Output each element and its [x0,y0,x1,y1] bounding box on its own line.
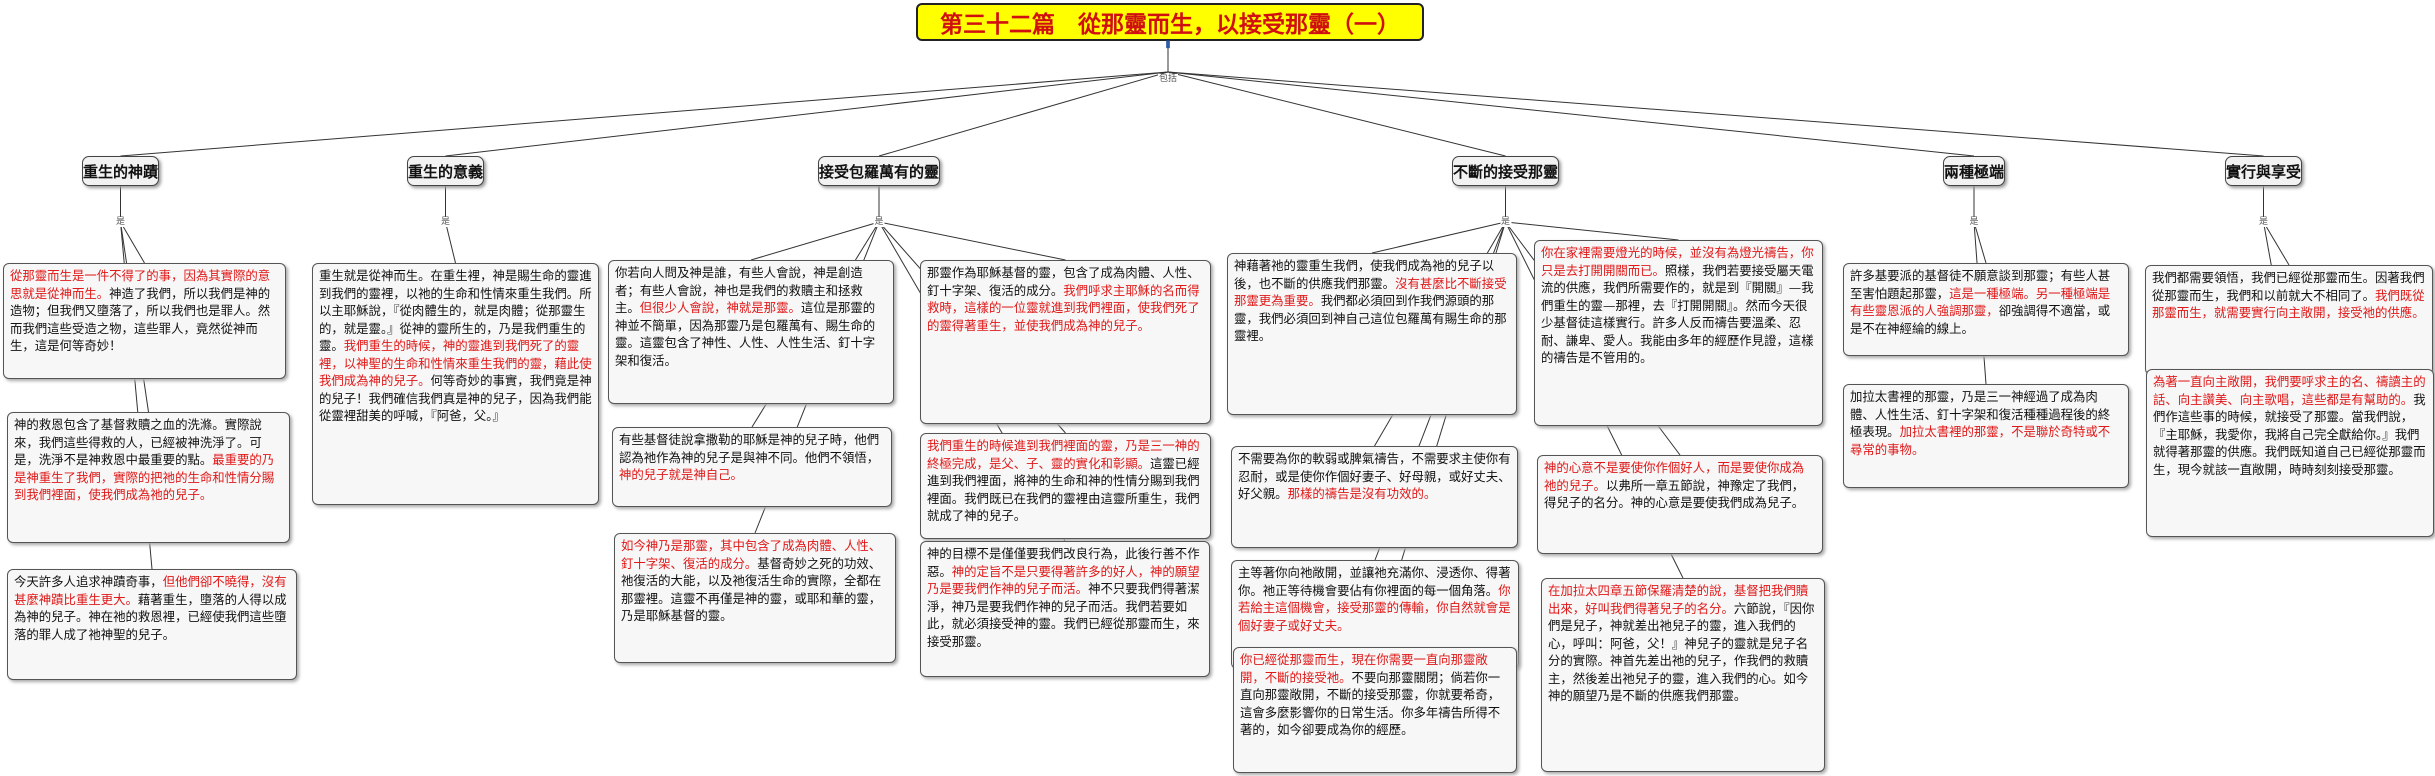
body-text: 我們都必須回到作我們源頭的那靈，我們必須回到神自己這位包羅萬有賜生命的那靈裡。 [1234,293,1507,343]
leaf-note: 許多基要派的基督徒不願意談到那靈；有些人甚至害怕題起那靈，這是一種極端。另一種極… [1843,263,2129,356]
branch-to-note-line [1505,221,1679,241]
emphasis-text: 最重要的乃是神重生了我們，實際的把祂的生命和性情分賜到我們裡面，使我們成為祂的兒… [14,452,275,502]
body-text: 不要向那靈關閉；倘若你一直向那靈敞開，不斷的接受那靈，你就要希奇，這會多麼影響你… [1240,669,1501,738]
emphasis-text: 在加拉太四章五節保羅清楚的說，基督把我們贖出來，好叫我們得著兒子的名分。 [1548,583,1809,616]
body-text: 神的救恩包含了基督救贖之血的洗滌。實際說來，我們這些得救的人，已經被神洗淨了。可… [14,417,262,467]
leaf-note: 有些基督徒說拿撒勒的耶穌是神的兒子時，他們認為祂作為神的兒子是與神不同。他們不領… [612,427,892,507]
emphasis-text: 你已經從那靈而生，現在你需要一直向那靈敞開，不斷的接受祂。 [1240,652,1488,685]
branch-to-note-line [1371,221,1506,254]
emphasis-text: 神的心意不是要使你作個好人，而是要使你成為祂的兒子。 [1544,460,1805,493]
branch-connector-label: 是 [873,217,885,227]
body-text: 神藉著祂的靈重生我們，使我們成為祂的兒子以後，也不斷的供應我們那靈。 [1234,258,1495,291]
flag-icon: ▮ [1165,39,1171,50]
body-text: 我們都需要領悟，我們已經從那靈而生。因著我們從那靈而生，我們和以前就大不相同了。 [2152,270,2425,303]
body-text: 神造了我們，所以我們是神的造物；但我們又墮落了，所以我們也是罪人。然而我們這些受… [10,285,271,354]
body-text: 那靈作為耶穌基督的靈，包含了成為肉體、人性、釘十字架、復活的成分。 [927,265,1200,298]
body-text: 主等著你向祂敞開，並讓祂充滿你、浸透你、得著你。祂正等待機會要佔有你裡面的每一個… [1238,565,1511,598]
leaf-note: 加拉太書裡的那靈，乃是三一神經過了成為肉體、人性生活、釘十字架和復活種種過程後的… [1843,384,2129,488]
leaf-note: 神藉著祂的靈重生我們，使我們成為祂的兒子以後，也不斷的供應我們那靈。沒有甚麼比不… [1227,253,1517,415]
emphasis-text: 神的定旨不是只要得著許多的好人，神的願望乃是要我們作神的兒子而活。 [927,563,1200,597]
branch-connector-label: 是 [439,217,452,227]
branch-to-note-line [445,221,456,264]
emphasis-text: 我們呼求主耶穌的名而得救時，這樣的一位靈就進到我們裡面，使我們死了的靈得著重生，… [927,282,1200,333]
body-text: 許多基要派的基督徒不願意談到那靈；有些人甚至害怕題起那靈， [1850,268,2111,301]
leaf-note: 今天許多人追求神蹟奇事，但他們卻不曉得，沒有甚麼神蹟比重生更大。藉著重生，墮落的… [7,569,297,680]
leaf-note: 神的心意不是要使你作個好人，而是要使你成為祂的兒子。以弗所一章五節說，神豫定了我… [1537,455,1823,554]
branch-node: 重生的意義 [407,156,485,186]
root-to-branch-line [1167,71,1975,157]
emphasis-text: 你在家裡需要燈光的時候，並沒有為燈光禱告，你只是去打開開關而已。 [1541,245,1814,278]
root-to-branch-line [878,71,1169,157]
body-text: 卻強調得不適當，或是不在神經綸的線上。 [1850,303,2111,336]
emphasis-text: 神的兒子就是神自己。 [619,467,743,482]
body-text: 何等奇妙的事實，我們竟是神的兒子！我們確信我們真是神的兒子，因為我們能從靈裡甜美… [319,373,592,423]
branch-node: 兩種極端 [1943,156,2006,186]
branch-connector-label: 是 [114,217,127,227]
body-text: 你若向人問及神是誰，有些人會說，神是創造者；有些人會說，神也是我們的救贖主和拯救… [615,265,863,315]
branch-node: 重生的神蹟 [82,156,160,186]
leaf-note: 為著一直向主敞開，我們要呼求主的名、禱讀主的話、向主讚美、向主歌唱，這些都是有幫… [2146,369,2434,537]
emphasis-text: 我們重生的時候，神的靈進到我們死了的靈裡，以神聖的生命和性情來重生我們的靈，藉此… [319,338,592,388]
leaf-note: 我們重生的時候進到我們裡面的靈，乃是三一神的終極完成，是父、子、靈的實化和彰顯。… [920,433,1211,539]
leaf-note: 你在家裡需要燈光的時候，並沒有為燈光禱告，你只是去打開開關而已。照樣，我們若要接… [1534,240,1823,426]
leaf-note: 重生就是從神而生。在重生裡，神是賜生命的靈進到我們的靈裡，以祂的生命和性情來重生… [312,263,599,505]
body-text: 這位是那靈的神並不簡單，因為那靈乃是包羅萬有、賜生命的靈。這靈包含了神性、人性、… [615,300,876,368]
body-text: 以弗所一章五節說，神豫定了我們，得兒子的名分。神的心意是要使我們成為兒子。 [1544,477,1805,511]
emphasis-text: 從那靈而生是一件不得了的事，因為其實際的意思就是從神而生。 [10,268,271,301]
leaf-note: 不需要為你的軟弱或脾氣禱告，不需要求主使你有忍耐，或是使你作個好妻子、好母親，或… [1231,446,1518,548]
emphasis-text: 這是一種極端。另一種極端是有些靈恩派的人強調那靈， [1850,285,2111,319]
root-connector-label: 包括 [1157,74,1179,84]
leaf-note: 你若向人問及神是誰，有些人會說，神是創造者；有些人會說，神也是我們的救贖主和拯救… [608,260,894,404]
body-text: 不需要為你的軟弱或脾氣禱告，不需要求主使你有忍耐，或是使你作個好妻子、好母親，或… [1238,451,1511,501]
body-text: 今天許多人追求神蹟奇事， [14,574,163,589]
leaf-note: 在加拉太四章五節保羅清楚的說，基督把我們贖出來，好叫我們得著兒子的名分。六節說，… [1541,578,1825,772]
body-text: 這靈已經進到我們裡面，將神的生命和神的性情分賜到我們裡面。我們既已在我們的靈裡由… [927,455,1200,524]
emphasis-text: 那樣的禱告是沒有功效的。 [1287,486,1437,501]
emphasis-text: 但很少人會說，神就是那靈。 [639,300,801,315]
emphasis-text: 加拉太書裡的那靈，不是聯於奇特或不尋常的事物。 [1850,424,2111,457]
root-to-branch-line [120,71,1169,157]
branch-to-note-line [120,221,145,264]
branch-node: 實行與享受 [2225,156,2303,186]
branch-node: 不斷的接受那靈 [1452,156,1560,186]
page-title: 第三十二篇 從那靈而生，以接受那靈（一） [916,3,1424,41]
emphasis-text: 我們既從那靈而生，就需要實行向主敞開，接受祂的供應。 [2152,287,2425,321]
emphasis-text: 如今神乃是那靈，其中包含了成為肉體、人性、釘十字架、復活的成分。 [621,538,882,571]
emphasis-text: 為著一直向主敞開，我們要呼求主的名、禱讀主的話、向主讚美、向主歌唱，這些都是有幫… [2153,374,2426,407]
body-text: 基督奇妙之死的功效、祂復活的大能，以及祂復活生命的實際，全都在那靈裡。這靈不再僅… [621,555,882,624]
branch-node: 接受包羅萬有的靈 [818,156,941,186]
branch-to-note-line [878,221,1066,261]
leaf-note: 神的目標不是僅僅要我們改良行為，此後行善不作惡。神的定旨不是只要得著許多的好人，… [920,541,1210,677]
body-text: 有些基督徒說拿撒勒的耶穌是神的兒子時，他們認為祂作為神的兒子是與神不同。他們不領… [619,432,880,465]
body-text: 藉著重生，墮落的人得以成為神的兒子。神在祂的救恩裡，已經使我們這些墮落的罪人成了… [14,591,287,642]
emphasis-text: 但他們卻不曉得，沒有甚麼神蹟比重生更大。 [14,574,287,607]
emphasis-text: 沒有甚麼比不斷接受那靈更為重要。 [1234,275,1507,309]
leaf-note: 從那靈而生是一件不得了的事，因為其實際的意思就是從神而生。神造了我們，所以我們是… [3,263,286,379]
body-text: 加拉太書裡的那靈，乃是三一神經過了成為肉體、人性生活、釘十字架和復活種種過程後的… [1850,389,2111,439]
leaf-note: 我們都需要領悟，我們已經從那靈而生。因著我們從那靈而生，我們和以前就大不相同了。… [2145,265,2433,375]
branch-connector-label: 是 [1968,217,1980,227]
branch-to-note-line [1973,221,1987,264]
branch-connector-label: 是 [2257,217,2270,227]
branch-connector-label: 是 [1499,217,1512,227]
root-to-branch-line [445,71,1169,157]
leaf-note: 那靈作為耶穌基督的靈，包含了成為肉體、人性、釘十字架、復活的成分。我們呼求主耶穌… [920,260,1211,424]
body-text: 六節說，『因你們是兒子，神就差出祂兒子的靈，進入我們的心，呼叫：阿爸，父！』神兒… [1548,600,1815,704]
branch-to-note-line [2263,221,2290,266]
body-text: 重生就是從神而生。在重生裡，神是賜生命的靈進到我們的靈裡，以祂的生命和性情來重生… [319,268,592,353]
emphasis-text: 我們重生的時候進到我們裡面的靈，乃是三一神的終極完成，是父、子、靈的實化和彰顯。 [927,438,1200,471]
body-text: 神不只要我們得著潔淨，神乃是要我們作神的兒子而活。我們若要如此，就必須接受神的靈… [927,581,1200,649]
root-to-branch-line [1167,71,2264,157]
leaf-note: 你已經從那靈而生，現在你需要一直向那靈敞開，不斷的接受祂。不要向那靈關閉；倘若你… [1233,647,1517,773]
leaf-note: 如今神乃是那靈，其中包含了成為肉體、人性、釘十字架、復活的成分。基督奇妙之死的功… [614,533,896,663]
root-to-branch-line [1167,71,1506,157]
emphasis-text: 你若給主這個機會，接受那靈的傳輸，你自然就會是個好妻子或好丈夫。 [1238,582,1511,633]
body-text: 神的目標不是僅僅要我們改良行為，此後行善不作惡。 [927,546,1200,579]
leaf-note: 神的救恩包含了基督救贖之血的洗滌。實際說來，我們這些得救的人，已經被神洗淨了。可… [7,412,290,543]
body-text: 我們作這些事的時候，就接受了那靈。當我們說，『主耶穌，我愛你，我將自己完全獻給你… [2153,391,2426,477]
branch-to-note-line [750,221,880,261]
body-text: 照樣，我們若要接受屬天電流的供應，我們所需要作的，就是到『開關』—我們重生的靈—… [1541,262,1814,366]
